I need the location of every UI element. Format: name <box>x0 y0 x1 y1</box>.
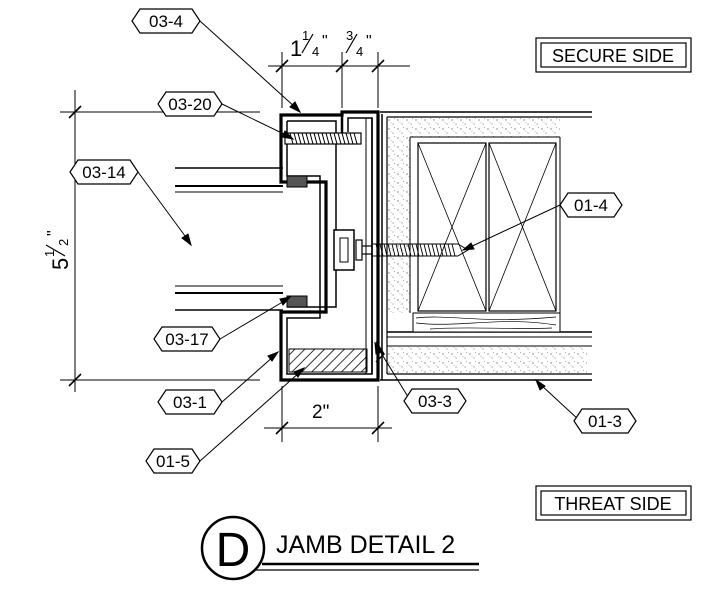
tag-label: 03-1 <box>173 393 207 412</box>
detail-letter: D <box>216 524 251 577</box>
threat-side-label: THREAT SIDE <box>554 494 671 514</box>
dim-b-den: 4 <box>356 44 363 59</box>
dim-a-num: 1 <box>302 28 309 43</box>
wood-blocking-right <box>488 142 557 312</box>
frame-inner-profile <box>287 120 337 308</box>
gypsum-board <box>387 117 560 313</box>
tag-label: 03-4 <box>149 12 183 31</box>
dim-a-whole: 1 <box>290 36 302 61</box>
anchor-screw <box>333 229 469 271</box>
tag-03-17: 03-17 <box>153 326 221 352</box>
wood-blocking-left <box>417 142 487 312</box>
top-bolt <box>284 132 362 145</box>
dimension-height: 5 1 2 " <box>42 230 73 270</box>
weld-nut-top <box>286 175 308 188</box>
tag-label: 03-14 <box>82 163 125 182</box>
tag-label: 03-3 <box>418 392 452 411</box>
detail-title: D JAMB DETAIL 2 <box>200 515 479 581</box>
dim-h-whole: 5 <box>48 258 73 270</box>
tag-03-14: 03-14 <box>69 159 139 185</box>
steel-tube <box>175 167 308 311</box>
dim-a-unit: " <box>322 33 328 50</box>
tag-label: 01-5 <box>156 452 190 471</box>
bottom-gypsum <box>387 346 587 374</box>
weld-nut-bottom <box>286 295 308 308</box>
wall-assembly <box>380 111 592 381</box>
detail-bubble <box>200 515 266 581</box>
secure-side-label: SECURE SIDE <box>552 46 674 66</box>
tag-03-3: 03-3 <box>403 388 467 414</box>
tag-label: 01-4 <box>574 196 608 215</box>
dim-h-num: 1 <box>42 250 57 257</box>
tag-label: 01-3 <box>588 412 622 431</box>
tag-01-5: 01-5 <box>145 448 201 474</box>
secure-side-box: SECURE SIDE <box>535 37 692 73</box>
leader-lines <box>137 20 581 462</box>
dimension-width-b: 3 4 " <box>345 28 372 59</box>
tag-label: 03-20 <box>168 95 211 114</box>
dimension-lines <box>60 52 410 442</box>
dim-h-unit: " <box>45 230 62 236</box>
tag-label: 03-17 <box>165 330 208 349</box>
tag-01-3: 01-3 <box>573 408 637 434</box>
grout-fill <box>288 348 368 373</box>
dim-b-unit: " <box>366 33 372 50</box>
dim-b-num: 3 <box>346 28 353 43</box>
tag-03-1: 03-1 <box>157 389 223 415</box>
dimension-bottom: 2" <box>312 402 329 423</box>
detail-title-text: JAMB DETAIL 2 <box>276 531 455 559</box>
tag-03-4: 03-4 <box>131 8 201 34</box>
tag-01-4: 01-4 <box>559 192 623 218</box>
tag-03-20: 03-20 <box>157 91 223 117</box>
dim-a-den: 4 <box>312 44 319 59</box>
dimension-width-a: 1 1 4 " <box>290 28 328 61</box>
dim-h-den: 2 <box>56 239 71 246</box>
threat-side-box: THREAT SIDE <box>535 485 692 521</box>
